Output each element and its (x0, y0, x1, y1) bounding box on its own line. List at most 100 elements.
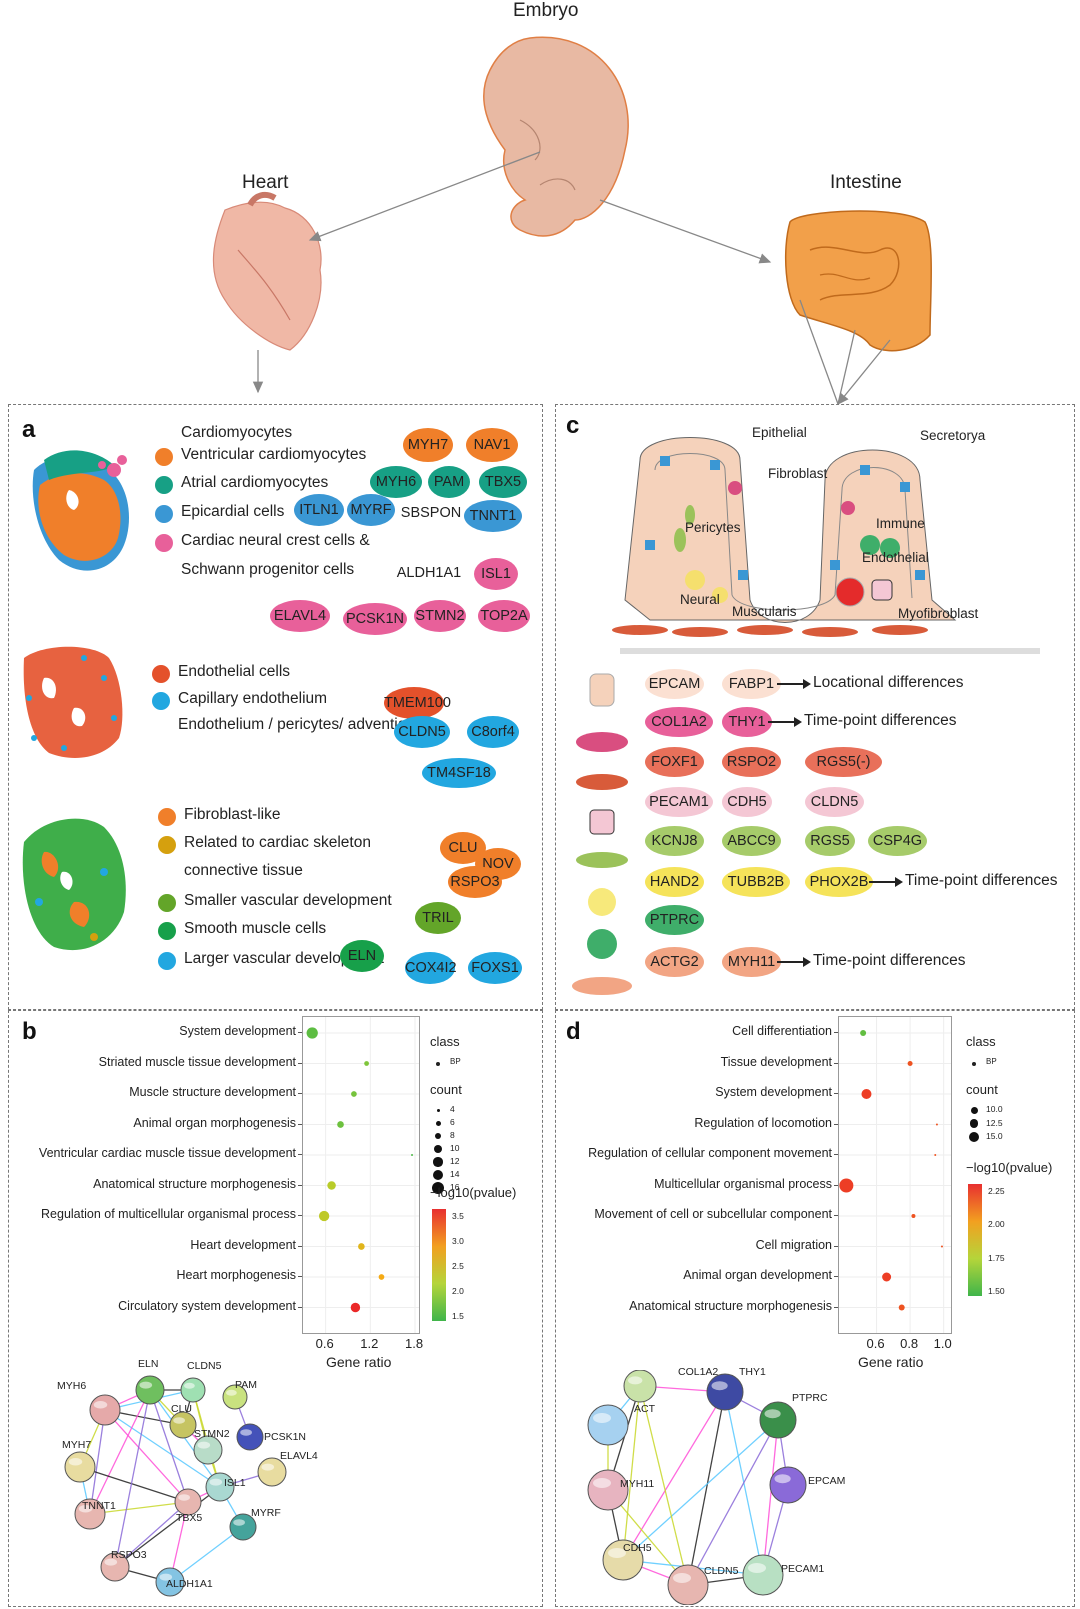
legend-count-item: 10.0 (986, 1104, 1003, 1114)
term-label: Animal organ morphogenesis (133, 1115, 296, 1130)
network-node-label: PTPRC (792, 1392, 828, 1404)
gene-pill: ELAVL4 (270, 600, 330, 632)
legend-item: Smooth muscle cells (184, 920, 327, 937)
y-tick (298, 1062, 302, 1064)
term-label: Cell migration (755, 1237, 832, 1252)
network-edge (687, 1419, 779, 1586)
data-point (907, 1061, 913, 1066)
legend-count-item: 10 (450, 1143, 460, 1153)
network-node-label: STMN2 (194, 1428, 230, 1440)
legend-color-tick: 2.5 (452, 1261, 464, 1271)
panel-c (555, 404, 1075, 1010)
legend-dot (152, 665, 170, 683)
network-node (706, 1373, 744, 1411)
y-tick (298, 1306, 302, 1308)
node-highlight (139, 1381, 153, 1389)
legend-count-item: 4 (450, 1104, 455, 1114)
gene-pill: FOXF1 (645, 747, 704, 777)
legend-count-item: 12 (450, 1156, 460, 1166)
diagram-label: Immune (876, 516, 925, 531)
data-point (327, 1181, 336, 1190)
node-highlight (240, 1429, 252, 1436)
x-tick-label: 1.8 (405, 1336, 424, 1351)
gene-pill: SBSPON (399, 500, 463, 526)
node-highlight (593, 1478, 611, 1488)
arrow-note: Time-point differences (905, 872, 1058, 889)
y-tick (834, 1306, 838, 1308)
term-label: Ventricular cardiac muscle tissue develo… (38, 1146, 296, 1160)
arrow-note: Time-point differences (804, 712, 957, 729)
gene-pill: TOP2A (478, 600, 530, 632)
data-point (378, 1274, 385, 1280)
network-edge (149, 1389, 221, 1488)
network-node-label: THY1 (739, 1366, 766, 1378)
network-edge (114, 1501, 189, 1568)
gene-pill: CLDN5 (394, 716, 450, 748)
network-node (135, 1375, 165, 1405)
network-edge (114, 1486, 221, 1568)
network-node-label: ACT (634, 1403, 655, 1415)
legend-count-item: 16 (450, 1182, 460, 1192)
y-tick (834, 1062, 838, 1064)
panel-d-dotplot (838, 1016, 952, 1334)
gene-pill: CLDN5 (805, 787, 864, 817)
gene-pill: ELN (340, 940, 384, 972)
network-node-label: ELAVL4 (280, 1450, 318, 1462)
data-point (940, 1245, 943, 1248)
data-point (351, 1091, 357, 1097)
y-tick (298, 1245, 302, 1247)
legend-count-item: 12.5 (986, 1117, 1003, 1128)
network-edge (79, 1466, 189, 1503)
node-highlight (748, 1563, 766, 1573)
legend-item: Capillary endothelium (178, 690, 328, 707)
legend-count-dot (436, 1108, 440, 1112)
legend-dot (155, 448, 173, 466)
node-highlight (593, 1413, 611, 1423)
b-xlabel: Gene ratio (326, 1354, 392, 1370)
legend-count-dot (433, 1157, 443, 1167)
legend-dot (155, 534, 173, 552)
legend-dot (158, 894, 176, 912)
gene-pill: COX4I2 (405, 952, 457, 984)
y-tick (298, 1154, 302, 1155)
gene-pill: TUBB2B (722, 867, 790, 897)
gene-pill: MYH11 (722, 947, 781, 977)
legend-count-item: 15.0 (986, 1131, 1003, 1141)
node-highlight (197, 1441, 211, 1449)
legend-count-title: count (966, 1082, 998, 1097)
arrow-head (794, 717, 802, 727)
gene-pill: ALDH1A1 (393, 560, 465, 586)
network-node-label: PCSK1N (264, 1431, 307, 1443)
panel-d-dotplot-svg (839, 1017, 951, 1333)
network-edge (622, 1391, 726, 1561)
network-edge (149, 1389, 189, 1503)
term-label: Movement of cell or subcellular componen… (594, 1207, 832, 1221)
node-highlight (104, 1558, 118, 1566)
data-point (318, 1210, 330, 1222)
gene-pill: PHOX2B (805, 867, 873, 897)
gene-pill: RSPO3 (448, 866, 502, 898)
network-edge (622, 1419, 779, 1561)
term-label: Animal organ development (683, 1268, 832, 1282)
y-tick (298, 1032, 302, 1033)
legend-colorbar (432, 1209, 446, 1321)
arrow-line (777, 683, 805, 685)
data-point (911, 1214, 916, 1218)
term-label: Regulation of cellular component movemen… (588, 1146, 832, 1160)
gene-pill: STMN2 (414, 600, 466, 632)
x-tick-label: 0.6 (866, 1336, 885, 1351)
gene-pill: RGS5 (805, 826, 855, 856)
legend-color-tick: 2.25 (988, 1186, 1005, 1196)
network-node-label: ELN (138, 1358, 159, 1370)
term-label: Heart morphogenesis (176, 1268, 296, 1282)
network-node-label: TNNT1 (82, 1500, 116, 1512)
network-node-label: MYRF (251, 1507, 281, 1519)
network-node (587, 1469, 629, 1511)
node-highlight (233, 1519, 245, 1526)
panel-a-label: a (22, 416, 36, 443)
y-tick (298, 1184, 302, 1186)
data-point (898, 1304, 905, 1311)
legend-count-title: count (430, 1082, 462, 1097)
network-edge (89, 1409, 106, 1515)
legend-color-title: −log10(pvalue) (966, 1160, 1053, 1175)
